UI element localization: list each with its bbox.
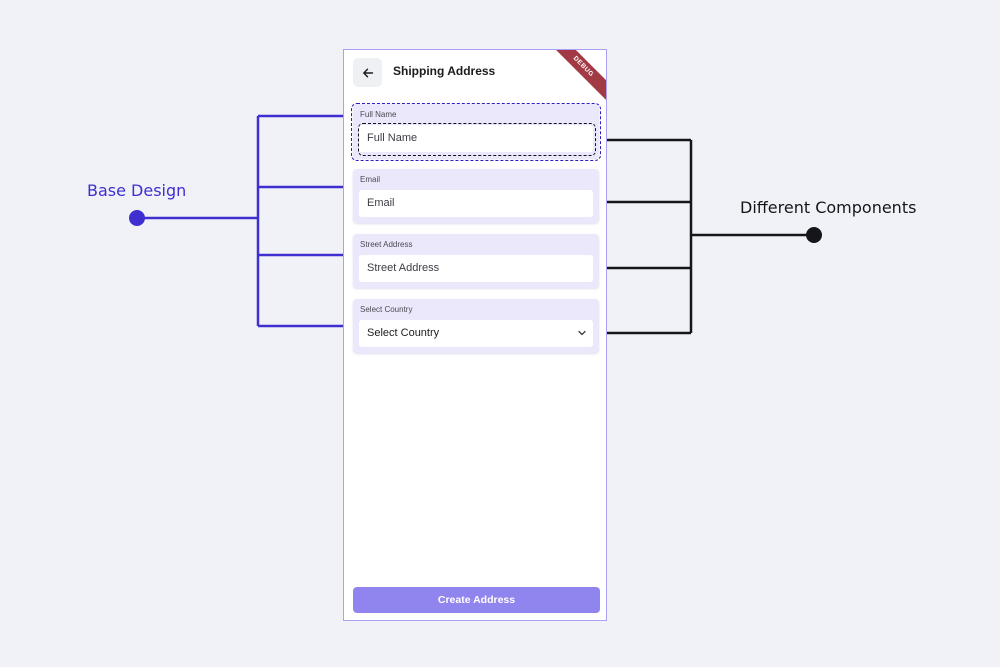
country-select[interactable]: Select Country (359, 320, 593, 347)
different-components-label: Different Components (740, 198, 917, 217)
email-label: Email (360, 175, 381, 184)
base-design-label: Base Design (87, 181, 187, 200)
full-name-label: Full Name (360, 110, 397, 119)
phone-screen: Shipping Address DEBUG Full Name Full Na… (343, 49, 607, 621)
different-components-dot (806, 227, 822, 243)
back-button[interactable] (353, 58, 382, 87)
street-address-label: Street Address (360, 240, 413, 249)
country-field-card: Select Country Select Country (353, 299, 599, 353)
page-title: Shipping Address (393, 64, 496, 78)
arrow-left-icon (362, 68, 373, 77)
different-components-bracket (578, 138, 814, 335)
base-design-dot (129, 210, 145, 226)
debug-badge: DEBUG (546, 50, 606, 104)
chevron-down-icon (578, 330, 586, 336)
email-field-card: Email Email (353, 169, 599, 223)
full-name-field-card: Full Name Full Name (353, 104, 599, 158)
base-design-highlight (351, 103, 601, 161)
base-design-bracket (137, 114, 353, 328)
email-input[interactable]: Email (359, 190, 593, 217)
create-address-button[interactable]: Create Address (353, 587, 600, 613)
street-address-input[interactable]: Street Address (359, 255, 593, 282)
country-label: Select Country (360, 305, 413, 314)
app-bar: Shipping Address DEBUG (344, 50, 606, 104)
country-select-value: Select Country (367, 327, 440, 339)
street-address-field-card: Street Address Street Address (353, 234, 599, 288)
component-highlight (358, 123, 596, 156)
full-name-input[interactable]: Full Name (359, 125, 593, 152)
